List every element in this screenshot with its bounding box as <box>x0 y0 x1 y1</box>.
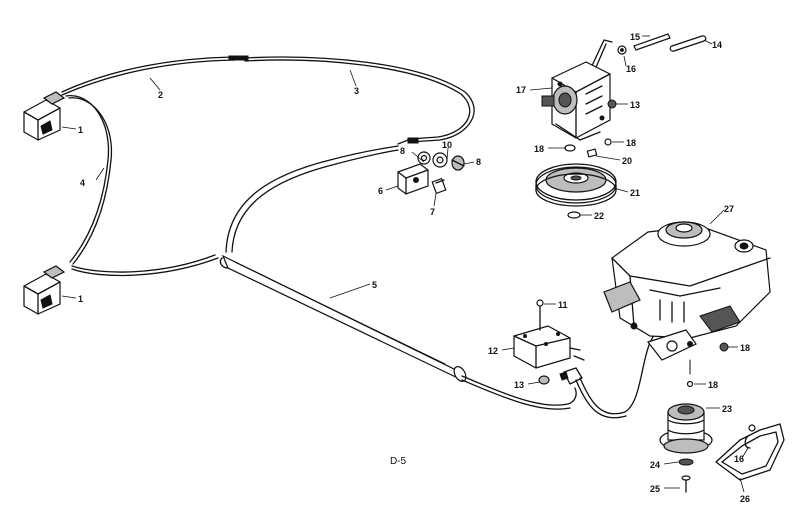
clip-1-upper <box>23 91 66 141</box>
cable-4 <box>65 95 219 277</box>
callout-6: 6 <box>378 186 383 196</box>
callout-18-shaft: 18 <box>708 380 718 390</box>
callout-1-lower: 1 <box>78 294 83 304</box>
screw-18-upper <box>604 138 612 146</box>
screw-18-engine <box>719 342 729 352</box>
cable-end-connector <box>397 137 419 145</box>
pulley-23 <box>659 403 713 454</box>
junction-box-12 <box>513 325 585 369</box>
callout-8-right: 8 <box>476 157 481 167</box>
conduit-tube-5 <box>219 254 467 382</box>
callout-1-upper: 1 <box>78 125 83 135</box>
callout-26: 26 <box>740 494 750 504</box>
callout-16-upper: 16 <box>626 64 636 74</box>
diagram-caption: D-5 <box>390 456 407 467</box>
callout-3: 3 <box>354 86 359 96</box>
callout-2: 2 <box>158 90 163 100</box>
pin-15 <box>633 33 671 51</box>
cable-5-lower <box>461 329 661 419</box>
bolt-7 <box>431 177 447 195</box>
callout-4: 4 <box>80 178 85 188</box>
callout-22: 22 <box>594 211 604 221</box>
washer-19 <box>564 144 576 152</box>
washer-16 <box>617 45 627 55</box>
callout-20: 20 <box>622 156 632 166</box>
engine-27 <box>603 221 771 361</box>
nut-13-upper <box>607 99 617 109</box>
callout-16-lower: 16 <box>734 454 744 464</box>
callout-25: 25 <box>650 484 660 494</box>
key-20 <box>586 148 598 158</box>
callout-17: 17 <box>516 85 526 95</box>
cable-2-3 <box>61 55 475 143</box>
screw-11 <box>536 299 544 331</box>
leader-lines <box>61 35 749 493</box>
screw-25 <box>681 475 691 493</box>
callout-8-left: 8 <box>400 146 405 156</box>
callout-18-engine: 18 <box>740 343 750 353</box>
callout-14: 14 <box>712 40 722 50</box>
callout-21: 21 <box>630 188 640 198</box>
callout-27: 27 <box>724 204 734 214</box>
cable-5-upper <box>225 145 399 253</box>
callout-labels: 1 1 2 3 4 5 6 7 8 8 10 11 12 13 13 14 15… <box>78 32 750 504</box>
callout-15: 15 <box>630 32 640 42</box>
pin-14 <box>669 35 707 52</box>
solenoid-assembly-17 <box>541 39 613 141</box>
pulley-21 <box>535 163 617 207</box>
nut-13-lower <box>538 375 550 385</box>
callout-24: 24 <box>650 460 660 470</box>
callout-23: 23 <box>722 404 732 414</box>
bracket-6 <box>397 163 429 195</box>
callout-5: 5 <box>372 280 377 290</box>
callout-18-upper: 18 <box>626 138 636 148</box>
callout-10: 10 <box>442 140 452 150</box>
callout-11: 11 <box>558 300 568 310</box>
nut-22 <box>567 211 581 219</box>
screw-18-shaft <box>686 359 694 388</box>
callout-13-lower: 13 <box>514 380 524 390</box>
cable-clamp <box>559 367 583 385</box>
bracket-26 <box>715 423 785 481</box>
nut-24 <box>678 458 694 466</box>
callout-12: 12 <box>488 346 498 356</box>
callout-7: 7 <box>430 207 435 217</box>
clip-1-lower <box>23 265 66 315</box>
callout-13-upper: 13 <box>630 100 640 110</box>
callout-18-left: 18 <box>534 144 544 154</box>
washers-8-10 <box>417 151 465 171</box>
